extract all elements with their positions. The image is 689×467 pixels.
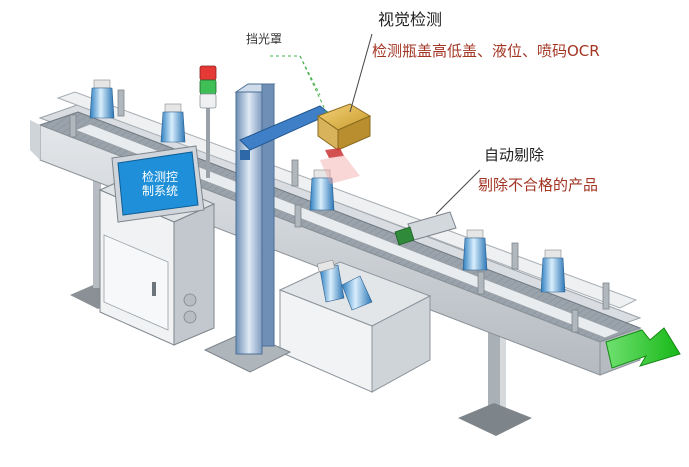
light-shade-label: 挡光罩 — [246, 32, 283, 46]
arrow-right-icon — [605, 327, 681, 369]
bottle — [540, 249, 566, 293]
callout-vision — [349, 33, 373, 113]
auto-reject-description: 剔除不合格的产品 — [478, 176, 599, 194]
control-screen — [111, 145, 205, 223]
rail-posts — [69, 89, 610, 333]
signal-tower-icon — [199, 65, 217, 178]
conveyor-stand-right — [458, 318, 532, 436]
bottle — [89, 79, 115, 119]
callout-reject — [435, 169, 481, 215]
vision-camera — [316, 103, 372, 158]
control-screen-text: 检测控 制系统 — [141, 170, 178, 198]
rejected-bottle — [341, 275, 373, 311]
light-shade — [270, 55, 329, 117]
bottle — [462, 229, 488, 271]
vision-inspection-description: 检测瓶盖高低盖、液位、喷码OCR — [372, 42, 600, 60]
inspection-light-beam — [320, 155, 360, 184]
bottle — [309, 169, 335, 211]
rejected-bottle — [316, 259, 345, 303]
vision-inspection-title: 视觉检测 — [378, 10, 443, 29]
auto-reject-title: 自动剔除 — [484, 146, 545, 164]
reject-bin — [278, 259, 432, 393]
bottle — [160, 103, 186, 143]
reject-actuator — [394, 211, 457, 246]
